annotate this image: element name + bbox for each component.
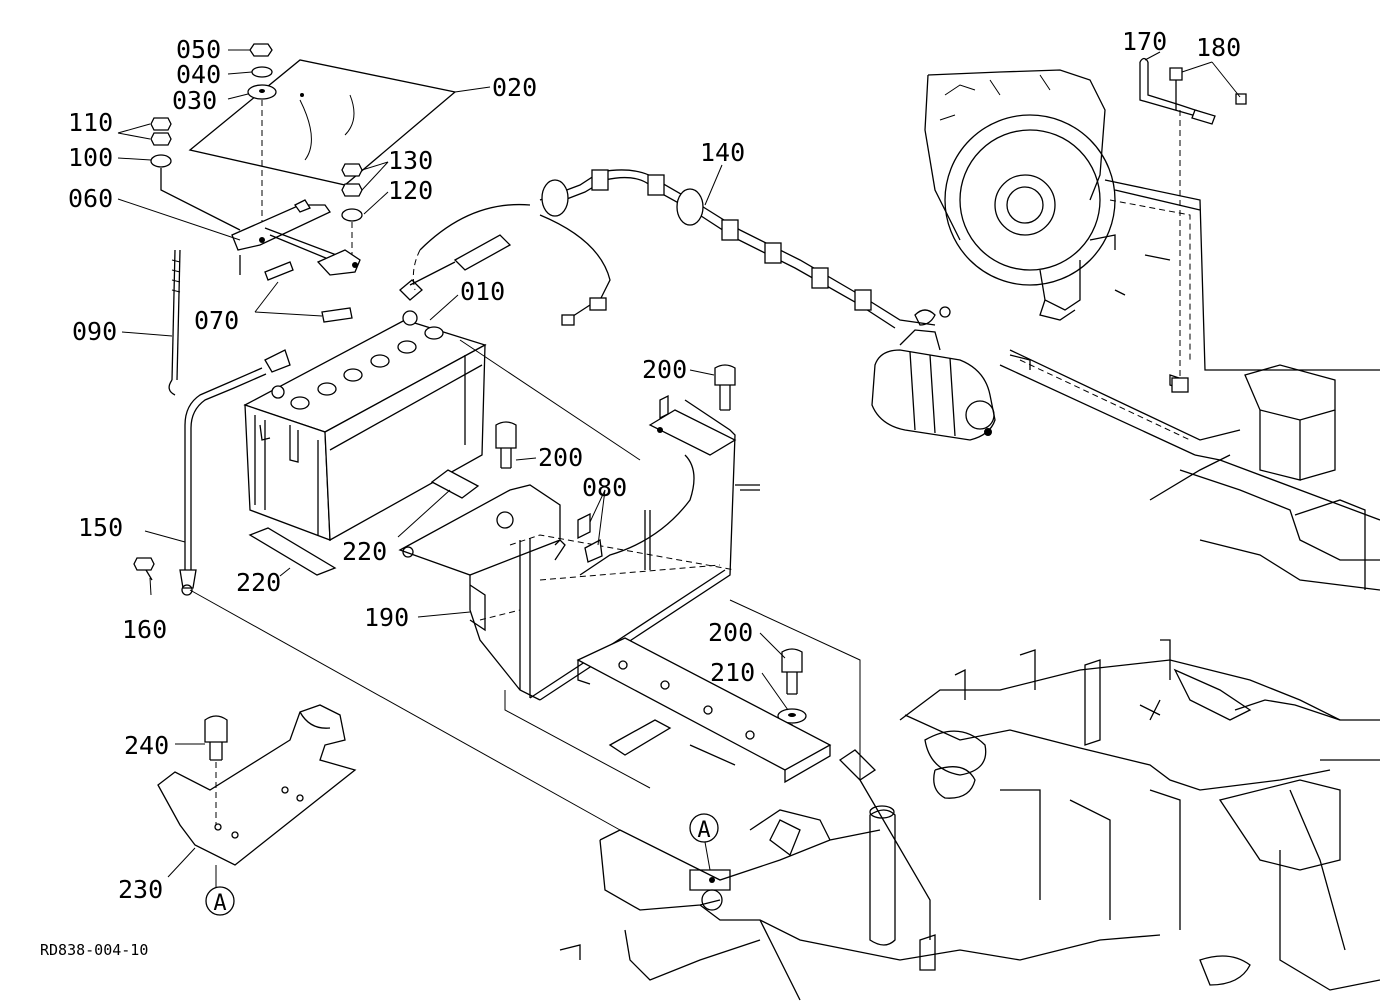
leader-lines xyxy=(117,49,1241,888)
callout-130: 130 xyxy=(388,146,433,175)
cross-brace xyxy=(576,637,832,784)
nut-130 xyxy=(341,163,363,197)
callout-200-c: 200 xyxy=(708,618,753,647)
engine-flywheel xyxy=(924,69,1116,321)
bolt-160 xyxy=(133,557,155,581)
bolt-200-a xyxy=(714,364,736,411)
callout-160: 160 xyxy=(122,615,167,644)
callout-220-b: 220 xyxy=(236,568,281,597)
rod-090 xyxy=(168,249,181,396)
starter-motor xyxy=(871,306,996,441)
callout-170: 170 xyxy=(1122,27,1167,56)
cover-plate-230 xyxy=(157,704,357,866)
callout-090: 090 xyxy=(72,317,117,346)
callout-050: 050 xyxy=(176,35,221,64)
bolt-180 xyxy=(1169,67,1247,110)
battery-bracket-190 xyxy=(398,394,760,701)
callout-010: 010 xyxy=(460,277,505,306)
callout-220-a: 220 xyxy=(342,537,387,566)
washer-100 xyxy=(150,154,172,168)
chassis-lower xyxy=(559,639,1380,1001)
clamp-080 xyxy=(577,512,603,563)
callout-150: 150 xyxy=(78,513,123,542)
callout-200-b: 200 xyxy=(538,443,583,472)
sensor-wire xyxy=(539,214,611,326)
callouts: 050 040 030 020 110 100 130 120 060 070 … xyxy=(68,27,1241,904)
ref-mark-a-bottom: A xyxy=(205,886,235,916)
nut-110 xyxy=(150,117,172,146)
washer-210 xyxy=(777,708,807,724)
nut-050 xyxy=(249,43,273,57)
rubber-pad-070 xyxy=(264,261,353,323)
ref-mark-a-bottom-label: A xyxy=(213,891,226,916)
callout-100: 100 xyxy=(68,143,113,172)
callout-060: 060 xyxy=(68,184,113,213)
pad-220 xyxy=(248,469,480,576)
diagram-code: RD838-004-10 xyxy=(40,941,148,959)
ref-mark-a-top: A xyxy=(689,813,719,843)
callout-110: 110 xyxy=(68,108,113,137)
battery-caps xyxy=(290,326,444,410)
callout-190: 190 xyxy=(364,603,409,632)
ground-cable-170 xyxy=(1139,57,1216,125)
battery-010 xyxy=(243,310,487,542)
callout-070: 070 xyxy=(194,306,239,335)
ground-cable-150 xyxy=(179,367,267,596)
callout-140: 140 xyxy=(700,138,745,167)
chassis-upper-right xyxy=(999,179,1380,591)
callout-200-a: 200 xyxy=(642,355,687,384)
bolt-200-b xyxy=(495,421,517,469)
ref-mark-a-top-label: A xyxy=(697,818,710,843)
callout-230: 230 xyxy=(118,875,163,904)
battery-cable-140 xyxy=(399,169,936,329)
callout-030: 030 xyxy=(172,86,217,115)
washer-030 xyxy=(247,84,277,100)
washer-040 xyxy=(251,66,273,78)
callout-240: 240 xyxy=(124,731,169,760)
callout-210: 210 xyxy=(710,658,755,687)
callout-120: 120 xyxy=(388,176,433,205)
callout-080: 080 xyxy=(582,473,627,502)
bolt-240 xyxy=(204,715,228,761)
battery-holder-060 xyxy=(231,199,361,276)
bolt-200-c xyxy=(781,648,803,695)
callout-180: 180 xyxy=(1196,33,1241,62)
callout-040: 040 xyxy=(176,60,221,89)
washer-120 xyxy=(341,208,363,222)
callout-020: 020 xyxy=(492,73,537,102)
